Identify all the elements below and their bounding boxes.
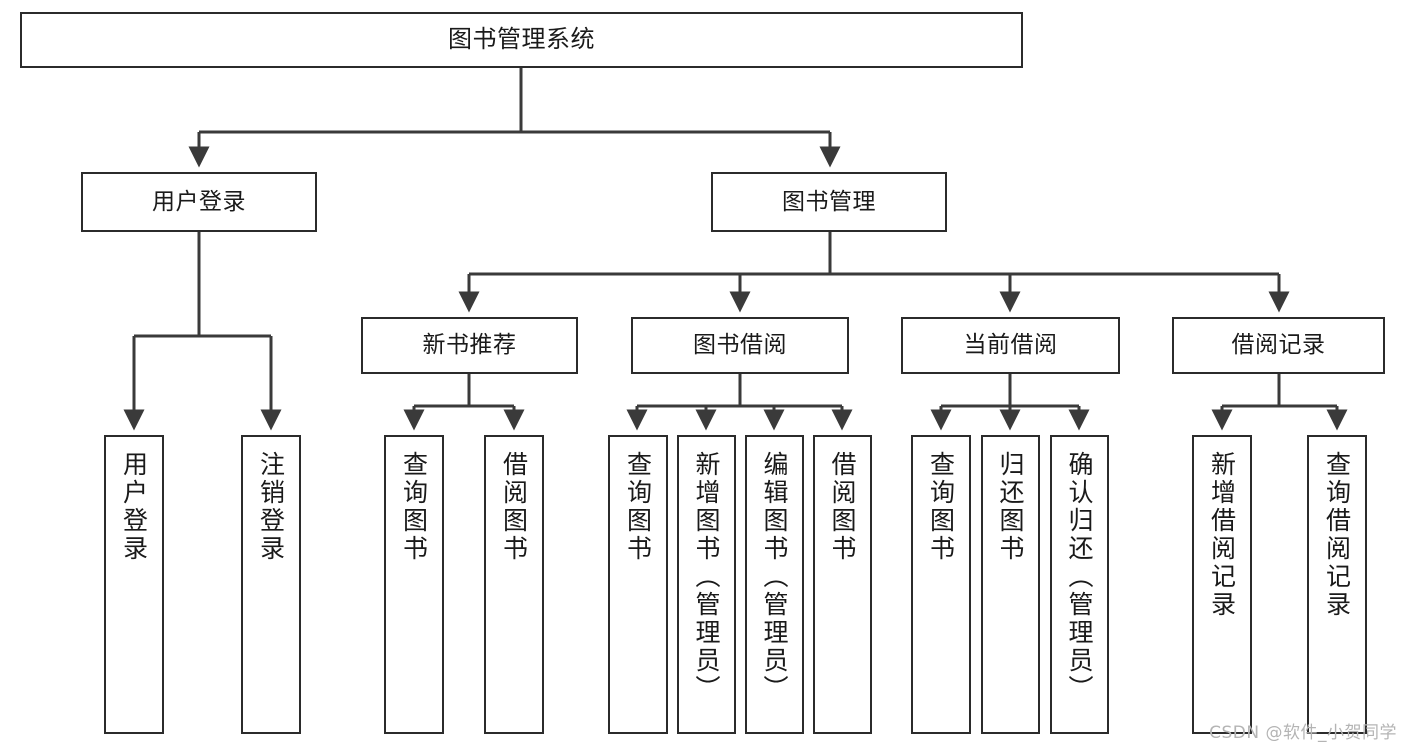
leaf-current-borrow-return-book[interactable]: 归还图书 xyxy=(981,435,1040,734)
node-label: 查询借阅记录 xyxy=(1322,451,1352,619)
node-user-login[interactable]: 用户登录 xyxy=(81,172,317,232)
node-label: 图书管理 xyxy=(782,188,876,215)
node-book-management[interactable]: 图书管理 xyxy=(711,172,947,232)
leaf-user-login-logout[interactable]: 注销登录 xyxy=(241,435,301,734)
node-label: 新增图书（管理员） xyxy=(692,451,721,703)
leaf-new-book-borrow-book[interactable]: 借阅图书 xyxy=(484,435,544,734)
node-current-borrow[interactable]: 当前借阅 xyxy=(901,317,1120,374)
node-label: 当前借阅 xyxy=(963,332,1058,359)
leaf-new-book-query-book[interactable]: 查询图书 xyxy=(384,435,444,734)
node-label: 注销登录 xyxy=(256,451,286,563)
node-label: 新书推荐 xyxy=(422,332,517,359)
node-label: 查询图书 xyxy=(399,451,429,563)
leaf-current-borrow-confirm-return-admin[interactable]: 确认归还（管理员） xyxy=(1050,435,1109,734)
leaf-borrow-record-query-record[interactable]: 查询借阅记录 xyxy=(1307,435,1367,734)
node-label: 用户登录 xyxy=(152,188,246,215)
node-book-borrow[interactable]: 图书借阅 xyxy=(631,317,849,374)
leaf-book-borrow-query-book[interactable]: 查询图书 xyxy=(608,435,668,734)
node-label: 编辑图书（管理员） xyxy=(760,451,789,703)
node-label: 用户登录 xyxy=(119,451,149,563)
watermark-text: CSDN @软件_小贺同学 xyxy=(1209,723,1397,743)
node-label: 新增借阅记录 xyxy=(1207,451,1237,619)
node-new-book-recommend[interactable]: 新书推荐 xyxy=(361,317,578,374)
node-label: 借阅图书 xyxy=(828,451,857,563)
leaf-book-borrow-borrow-book[interactable]: 借阅图书 xyxy=(813,435,872,734)
leaf-book-borrow-add-book-admin[interactable]: 新增图书（管理员） xyxy=(677,435,736,734)
node-label: 图书管理系统 xyxy=(448,25,595,54)
node-label: 借阅图书 xyxy=(499,451,529,563)
leaf-user-login-login[interactable]: 用户登录 xyxy=(104,435,164,734)
node-label: 查询图书 xyxy=(926,451,956,563)
node-label: 图书借阅 xyxy=(693,332,787,359)
node-label: 借阅记录 xyxy=(1231,332,1326,359)
node-label: 查询图书 xyxy=(623,451,653,563)
node-label: 归还图书 xyxy=(996,451,1025,563)
leaf-current-borrow-query-book[interactable]: 查询图书 xyxy=(911,435,971,734)
leaf-book-borrow-edit-book-admin[interactable]: 编辑图书（管理员） xyxy=(745,435,804,734)
node-root-book-management-system[interactable]: 图书管理系统 xyxy=(20,12,1023,68)
node-label: 确认归还（管理员） xyxy=(1065,451,1094,703)
node-borrow-record[interactable]: 借阅记录 xyxy=(1172,317,1385,374)
leaf-borrow-record-add-record[interactable]: 新增借阅记录 xyxy=(1192,435,1252,734)
